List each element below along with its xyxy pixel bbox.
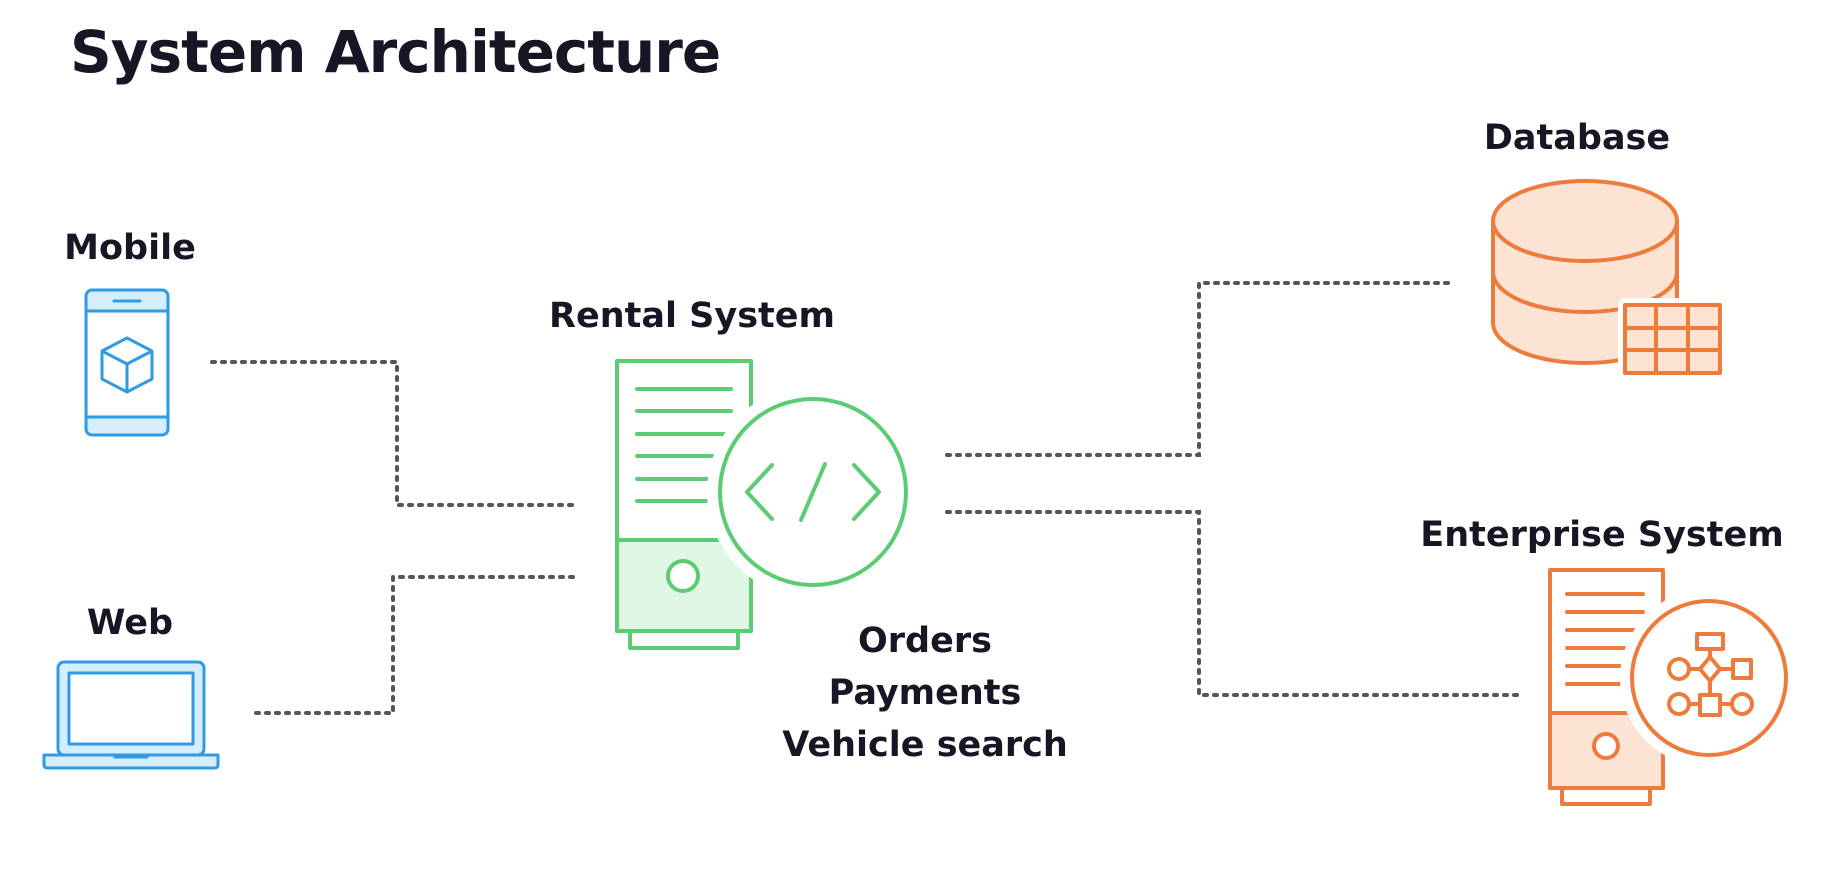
feature-vehicle-search: Vehicle search [782, 725, 1068, 765]
page-title: System Architecture [70, 18, 721, 86]
web-label: Web [86, 603, 174, 643]
smartphone-cube-icon [84, 288, 170, 437]
mobile-label: Mobile [64, 228, 196, 268]
database-table-icon [1491, 179, 1727, 380]
rental-features-list: Orders Payments Vehicle search [782, 615, 1068, 771]
connector-web-rental [254, 575, 580, 715]
connector-mobile-rental [210, 360, 574, 507]
enterprise-system-label: Enterprise System [1420, 515, 1784, 555]
feature-orders: Orders [858, 621, 992, 661]
feature-payments: Payments [828, 673, 1022, 713]
rental-system-label: Rental System [549, 296, 835, 336]
laptop-icon [42, 660, 220, 770]
connector-rental-database [945, 281, 1452, 457]
connector-rental-enterprise [945, 510, 1519, 697]
server-flowchart-icon [1548, 568, 1798, 806]
database-label: Database [1483, 118, 1671, 158]
server-code-icon [615, 359, 919, 650]
